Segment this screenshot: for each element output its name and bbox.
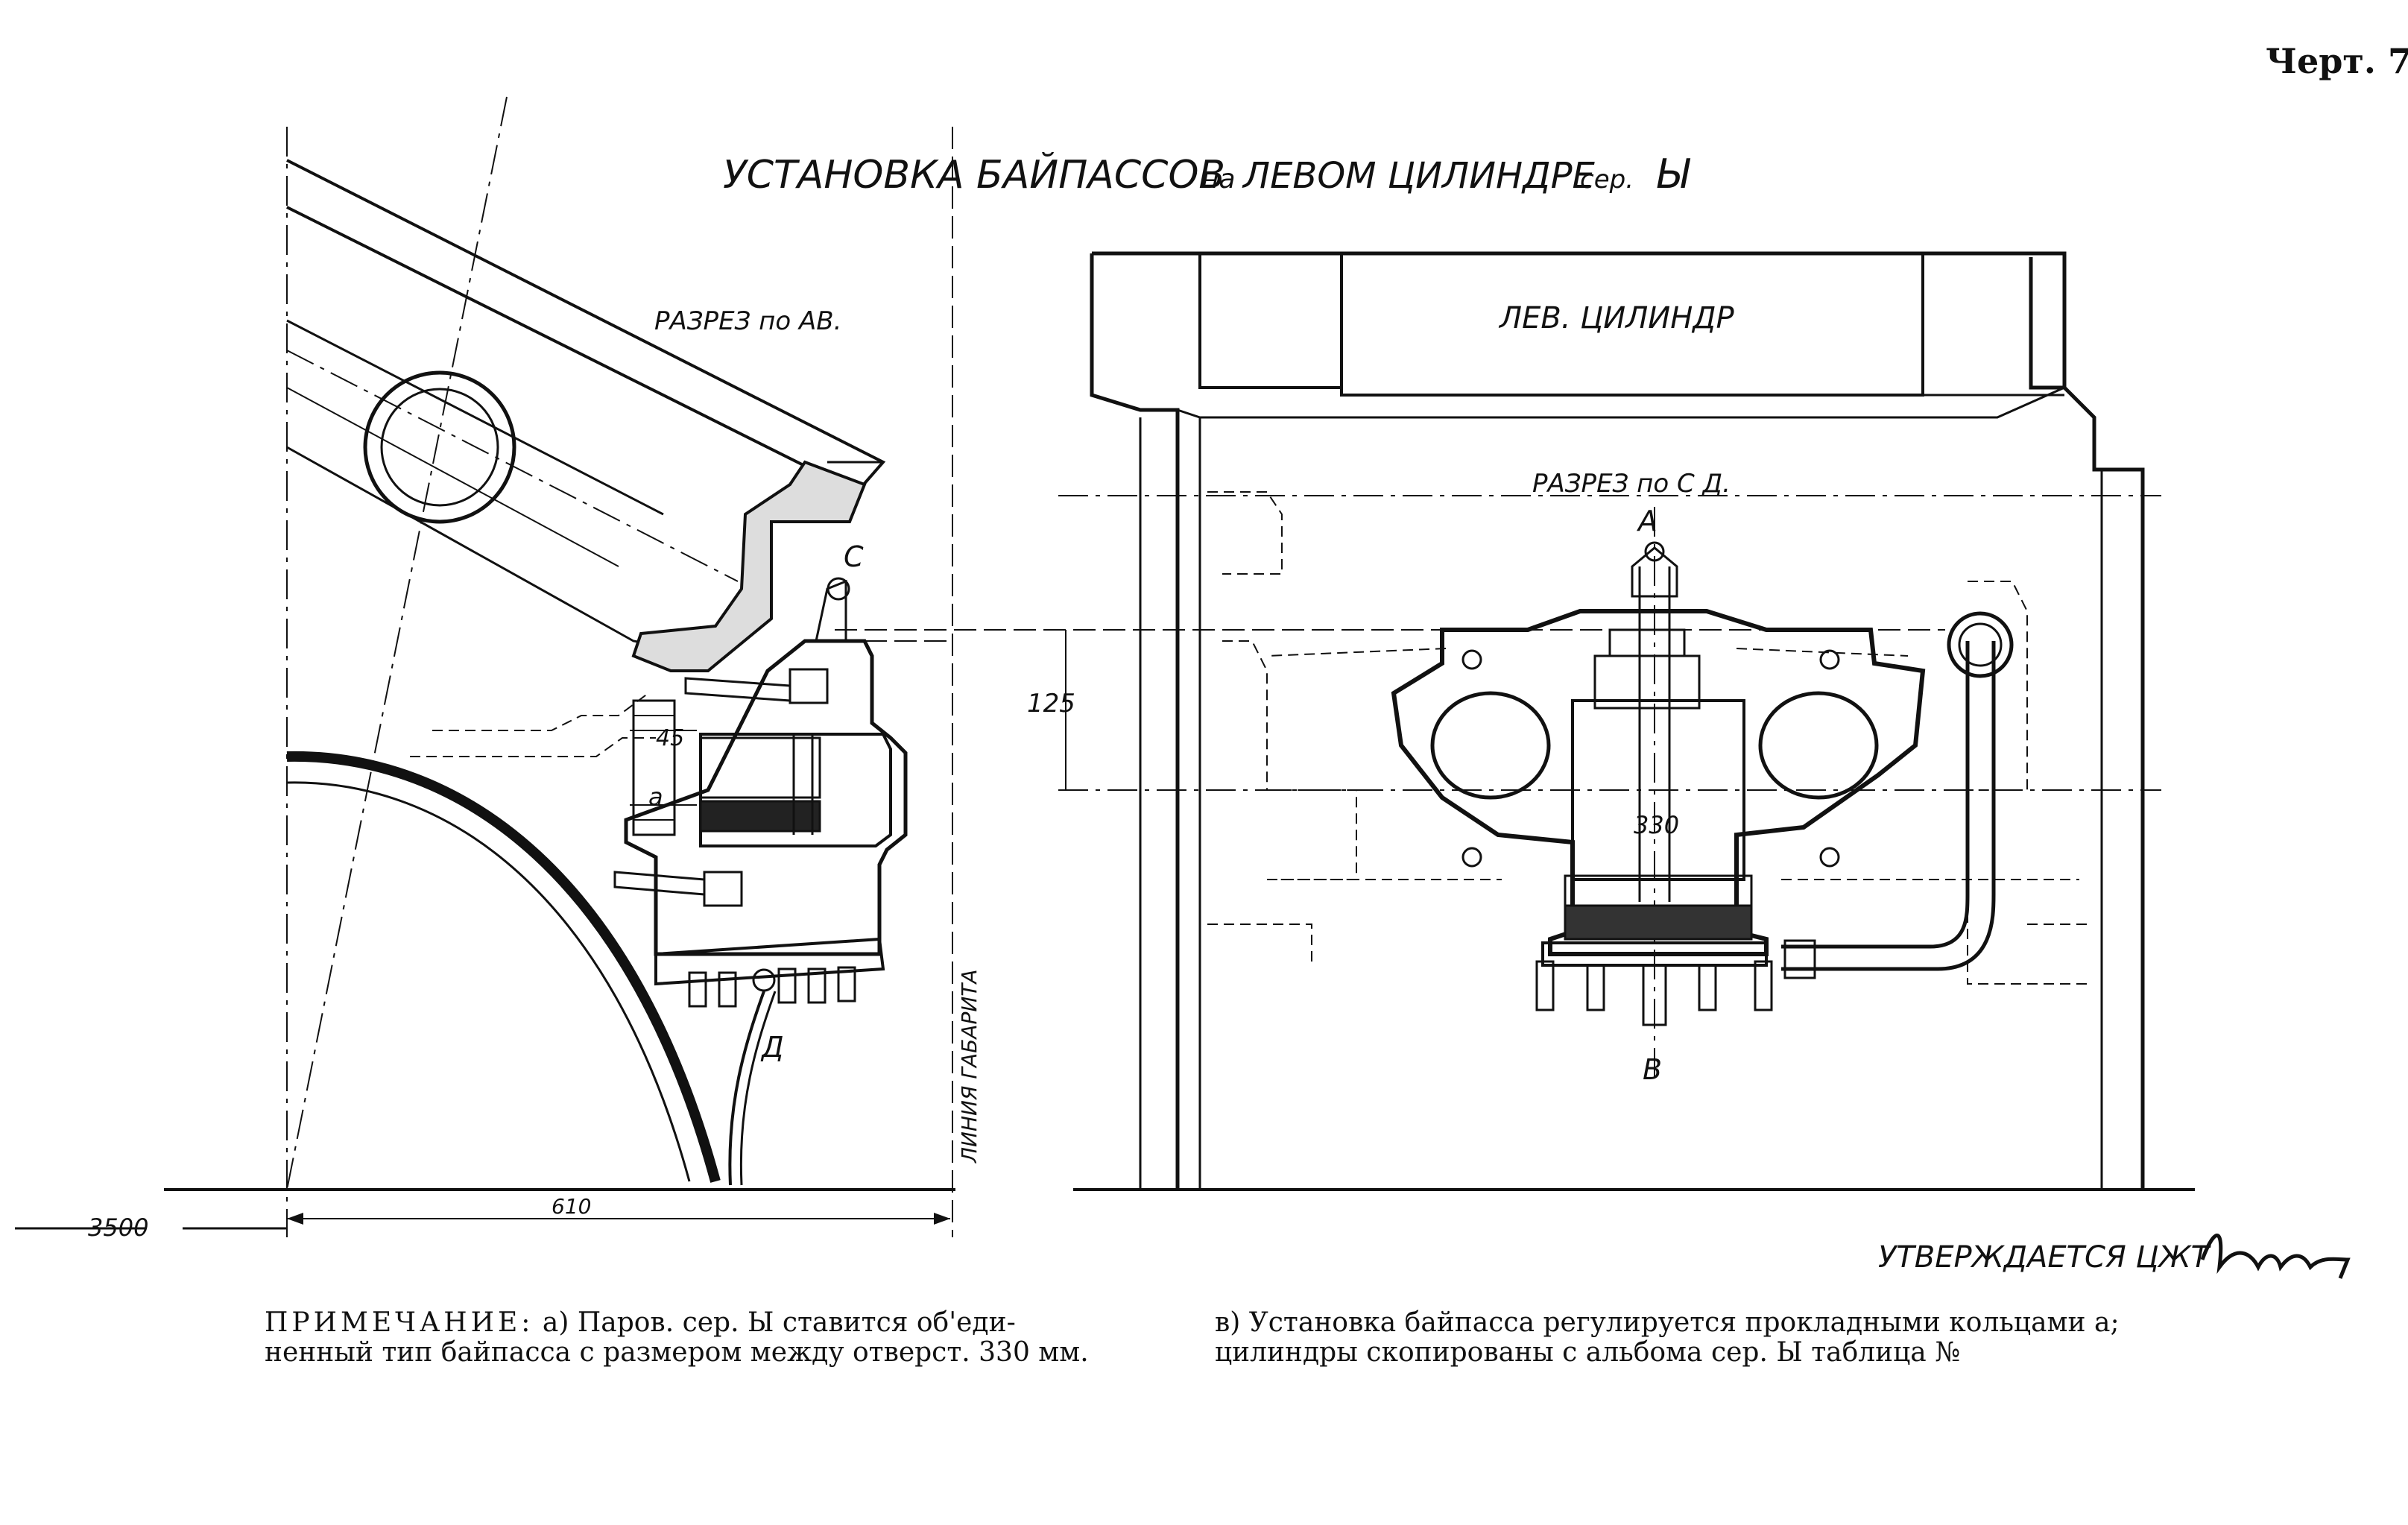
title-part4: сер. (1580, 165, 1634, 195)
title-part1: УСТАНОВКА БАЙПАССОВ (723, 152, 1225, 198)
label-c: С (844, 540, 864, 573)
note-right-line2: цилиндры скопированы с альбома сер. Ы та… (1215, 1337, 1961, 1368)
cylinder-label: ЛЕВ. ЦИЛИНДР (1498, 301, 1735, 335)
right-port-circle (1758, 691, 1879, 800)
dim-330: 330 (1634, 811, 1679, 839)
note-right-block: в) Установка байпасса регулируется прокл… (1215, 1308, 2120, 1368)
pipe-union-circle (1947, 611, 2014, 678)
note-right-line1: в) Установка байпасса регулируется прокл… (1215, 1307, 2120, 1338)
approval-text: УТВЕРЖДАЕТСЯ ЦЖТ (1878, 1240, 2212, 1275)
section-cd-label: РАЗРЕЗ по С Д. (1532, 469, 1731, 499)
dim-3500: 3500 (88, 1213, 148, 1242)
left-port-circle (1430, 691, 1551, 800)
label-b: В (1643, 1053, 1662, 1086)
steam-pipe-circle (363, 370, 516, 524)
dim-a: а (648, 783, 663, 811)
note-left-line1: а) Паров. сер. Ы ставится об'еди- (542, 1307, 1016, 1338)
right-view-labels: ЛЕВ. ЦИЛИНДР РАЗРЕЗ по С Д. А В 125 330 (1027, 301, 1735, 1086)
right-cylinder-view (835, 251, 2161, 1190)
note-heading: ПРИМЕЧАНИЕ: (265, 1307, 534, 1338)
drawing-title: УСТАНОВКА БАЙПАССОВ на ЛЕВОМ ЦИЛИНДРЕ се… (723, 151, 1691, 198)
label-d: Д (760, 1031, 784, 1064)
title-part2: на (1201, 164, 1236, 195)
label-a: А (1636, 505, 1658, 537)
sheet-number: Черт. 7. (2266, 41, 2408, 81)
dim-125: 125 (1027, 689, 1075, 719)
note-left-line2: ненный тип байпасса с размером между отв… (265, 1337, 1089, 1368)
left-view-labels: РАЗРЕЗ по АВ. С Д 45 а 610 3500 ЛИНИЯ ГА… (88, 306, 982, 1242)
note-left-block: ПРИМЕЧАНИЕ: а) Паров. сер. Ы ставится об… (265, 1308, 1089, 1368)
left-section-view (15, 96, 953, 1237)
dim-610: 610 (552, 1194, 591, 1219)
dim-45: 45 (656, 725, 684, 751)
title-part5: Ы (1656, 151, 1691, 198)
approval-stamp: УТВЕРЖДАЕТСЯ ЦЖТ (1878, 1234, 2351, 1279)
title-part3: ЛЕВОМ ЦИЛИНДРЕ (1242, 155, 1596, 197)
signature (2200, 1234, 2351, 1279)
section-ab-label: РАЗРЕЗ по АВ. (654, 306, 841, 336)
clearance-line-label: ЛИНИЯ ГАБАРИТА (957, 969, 982, 1164)
